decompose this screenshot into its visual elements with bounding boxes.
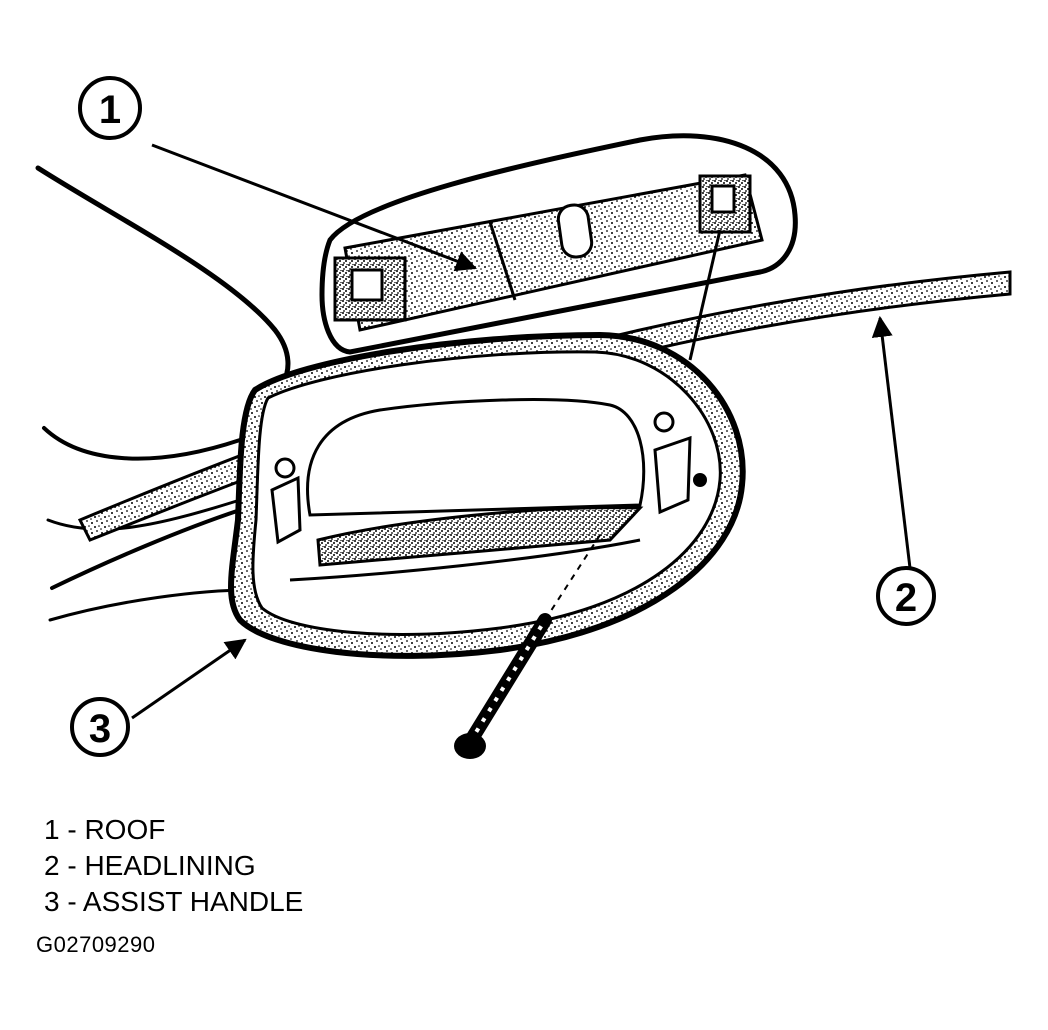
callout-number: 3	[89, 707, 111, 751]
callout-2: 2	[876, 566, 936, 626]
assist-handle	[228, 331, 746, 659]
legend-item-headlining: 2 - HEADLINING	[44, 850, 256, 881]
legend: 1 - ROOF 2 - HEADLINING 3 - ASSIST HANDL…	[44, 812, 303, 920]
body-panel-lines	[35, 165, 291, 622]
leader-lines	[131, 143, 912, 720]
callout-1: 1	[78, 76, 142, 140]
callout-number: 1	[99, 88, 121, 132]
assist-handle-diagram: 1 2 3	[35, 76, 1012, 759]
legend-item-assist-handle: 3 - ASSIST HANDLE	[44, 886, 304, 917]
roof-bracket	[319, 133, 798, 355]
figure-id: G02709290	[36, 932, 156, 957]
callout-3: 3	[70, 697, 130, 757]
callout-number: 2	[895, 576, 917, 620]
mounting-screw	[454, 534, 601, 759]
legend-item-roof: 1 - ROOF	[44, 814, 166, 845]
